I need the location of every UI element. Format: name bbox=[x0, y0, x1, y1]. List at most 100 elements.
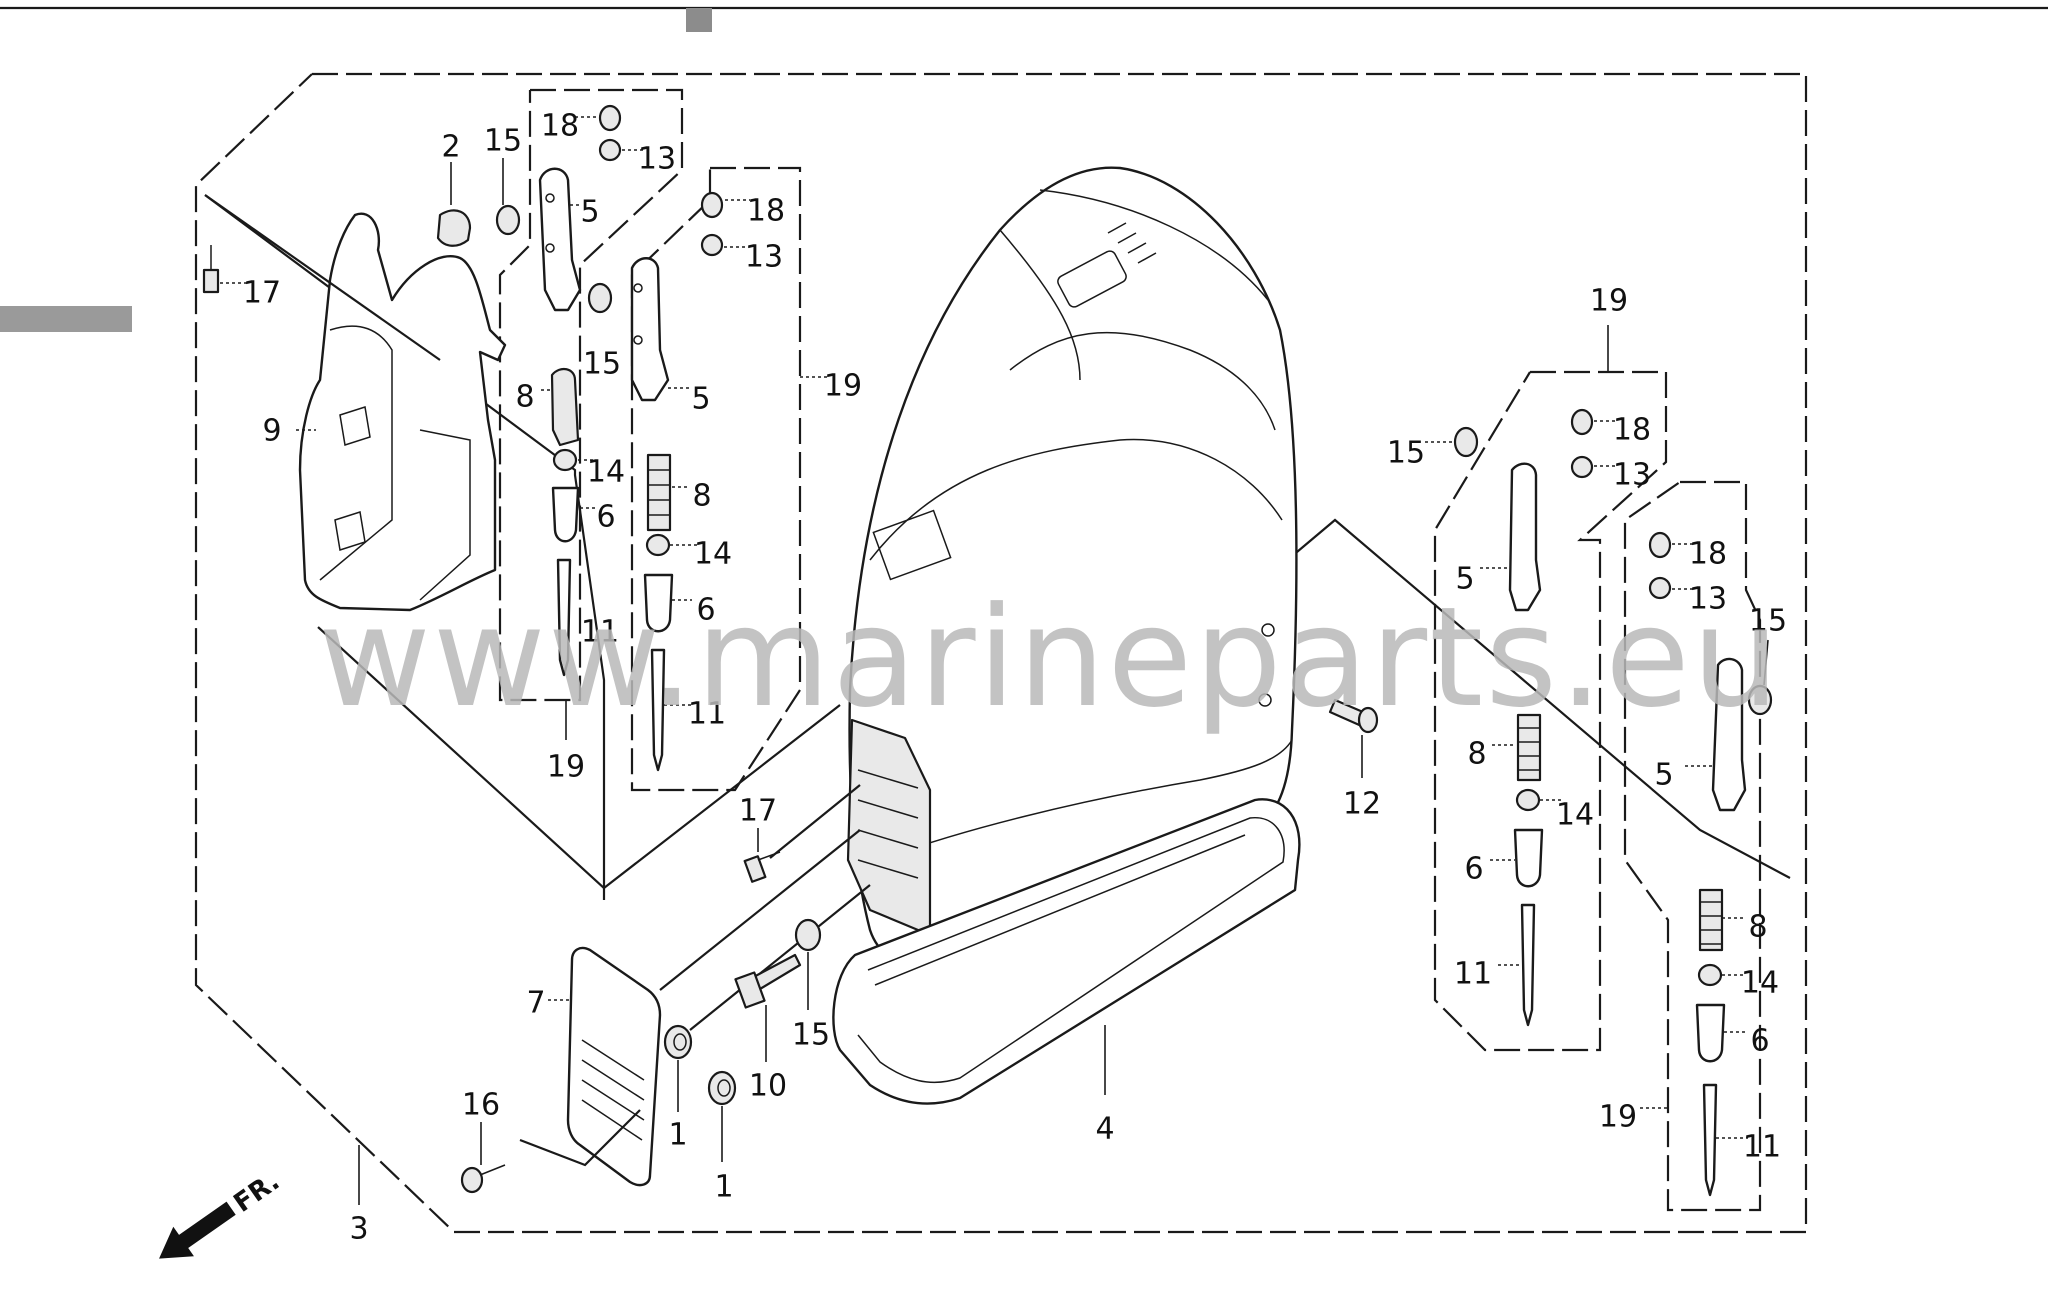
direction-label: FR. bbox=[229, 1167, 286, 1219]
callout-c-11a: 11 bbox=[581, 615, 619, 650]
callout-c-16: 16 bbox=[462, 1088, 500, 1123]
nut-18a bbox=[598, 104, 622, 132]
washer-13d bbox=[1648, 576, 1672, 600]
hinge-plate-5d bbox=[1711, 657, 1747, 812]
leader-line-2 bbox=[204, 194, 441, 361]
callout-c-5d: 5 bbox=[1654, 758, 1673, 793]
callout-c-11d: 11 bbox=[1743, 1130, 1781, 1165]
hinge-plate-5c bbox=[1508, 462, 1542, 612]
washer-14d bbox=[1697, 963, 1723, 987]
front-grille-part-7 bbox=[566, 946, 662, 1187]
callout-c-13b: 13 bbox=[745, 240, 783, 275]
left-scan-mark bbox=[0, 306, 132, 332]
callout-c-12: 12 bbox=[1343, 787, 1381, 822]
callout-c-14d: 14 bbox=[1741, 966, 1779, 1001]
group-frame-19d bbox=[1623, 480, 1762, 1212]
callout-c-15c: 15 bbox=[792, 1018, 830, 1053]
group-line-9c bbox=[603, 704, 841, 889]
assembly-line-16 bbox=[519, 1109, 641, 1167]
callout-c-19c: 19 bbox=[1590, 284, 1628, 319]
hinge-assembly-a bbox=[538, 104, 622, 677]
front-direction-arrow: FR. bbox=[159, 1167, 286, 1259]
washer-14a bbox=[552, 448, 578, 472]
hinge-plate-5b bbox=[630, 257, 670, 402]
assembly-line-7 bbox=[659, 829, 861, 991]
collar-6c bbox=[1513, 828, 1544, 888]
callout-c-8c: 8 bbox=[1467, 737, 1486, 772]
spring-8c bbox=[1516, 713, 1542, 782]
collar-6a bbox=[551, 486, 580, 543]
callout-c-14b: 14 bbox=[694, 537, 732, 572]
spring-8a bbox=[550, 367, 580, 447]
callout-c-8d: 8 bbox=[1748, 910, 1767, 945]
callout-c-4: 4 bbox=[1095, 1112, 1114, 1147]
callout-c-18b: 18 bbox=[747, 194, 785, 229]
assembly-line-17b bbox=[769, 784, 861, 859]
hinge-assembly-b bbox=[630, 191, 724, 772]
arrow-icon bbox=[159, 1201, 236, 1259]
callout-c-15a: 15 bbox=[484, 124, 522, 159]
callout-c-11c: 11 bbox=[1454, 957, 1492, 992]
callout-c-13c: 13 bbox=[1613, 458, 1651, 493]
nut-18c bbox=[1570, 408, 1594, 436]
pin-11b bbox=[650, 648, 666, 772]
top-scan-mark bbox=[686, 8, 712, 32]
cover-seal-part bbox=[832, 798, 1301, 1105]
callout-c-18c: 18 bbox=[1613, 413, 1651, 448]
washer-13c bbox=[1570, 455, 1594, 479]
collar-6d bbox=[1695, 1003, 1726, 1063]
collar-6b bbox=[643, 573, 674, 633]
callout-c-2: 2 bbox=[441, 130, 460, 165]
callout-c-10: 10 bbox=[749, 1069, 787, 1104]
callout-c-18d: 18 bbox=[1689, 537, 1727, 572]
grommet-part-15b bbox=[587, 282, 613, 314]
callout-c-11b: 11 bbox=[688, 697, 726, 732]
callout-c-19d: 19 bbox=[1599, 1100, 1637, 1135]
nut-18d bbox=[1648, 531, 1672, 559]
collar-part-1a bbox=[663, 1024, 693, 1060]
engine-cover-part bbox=[846, 166, 1298, 968]
callout-c-6c: 6 bbox=[1464, 852, 1483, 887]
group-frame-19c bbox=[1433, 370, 1668, 1052]
nut-18b bbox=[700, 191, 724, 219]
callout-c-8b: 8 bbox=[692, 479, 711, 514]
callout-c-15e: 15 bbox=[1749, 604, 1787, 639]
callout-c-6a: 6 bbox=[596, 500, 615, 535]
assembly-line-1 bbox=[689, 884, 871, 1031]
callout-c-18a: 18 bbox=[541, 109, 579, 144]
washer-14c bbox=[1515, 788, 1541, 812]
callout-c-7: 7 bbox=[526, 986, 545, 1021]
callout-c-17a: 17 bbox=[243, 276, 281, 311]
callout-c-14c: 14 bbox=[1556, 798, 1594, 833]
inner-frame-part-9 bbox=[298, 212, 507, 612]
callout-c-17b: 17 bbox=[739, 794, 777, 829]
bolt-part-10 bbox=[734, 953, 802, 1009]
callout-c-6b: 6 bbox=[696, 593, 715, 628]
leader-15e bbox=[1763, 639, 1769, 686]
group-frame-19b bbox=[630, 166, 802, 792]
hinge-plate-5a bbox=[538, 167, 582, 312]
grommet-part-15c bbox=[794, 918, 822, 952]
grommet-15e bbox=[1747, 684, 1773, 716]
callout-c-19a: 19 bbox=[547, 750, 585, 785]
bolt-part-12 bbox=[1328, 698, 1379, 734]
callout-c-8a: 8 bbox=[515, 380, 534, 415]
washer-13b bbox=[700, 233, 724, 257]
group-frame-19a bbox=[498, 88, 684, 702]
group-line-9b bbox=[317, 626, 605, 889]
callout-c-14a: 14 bbox=[587, 455, 625, 490]
hinge-assembly-c bbox=[1453, 408, 1594, 1027]
grommet-part-15a bbox=[495, 204, 521, 236]
cap-part-2 bbox=[436, 209, 472, 247]
group-frame-3 bbox=[194, 72, 1808, 1234]
callout-c-13d: 13 bbox=[1689, 582, 1727, 617]
callout-c-1b: 1 bbox=[714, 1170, 733, 1205]
bolt-part-17a bbox=[202, 245, 220, 294]
washer-14b bbox=[645, 533, 671, 557]
pin-11a bbox=[556, 558, 572, 677]
watermark-text: www.marineparts.eu bbox=[318, 577, 1781, 738]
callout-c-5c: 5 bbox=[1455, 562, 1474, 597]
